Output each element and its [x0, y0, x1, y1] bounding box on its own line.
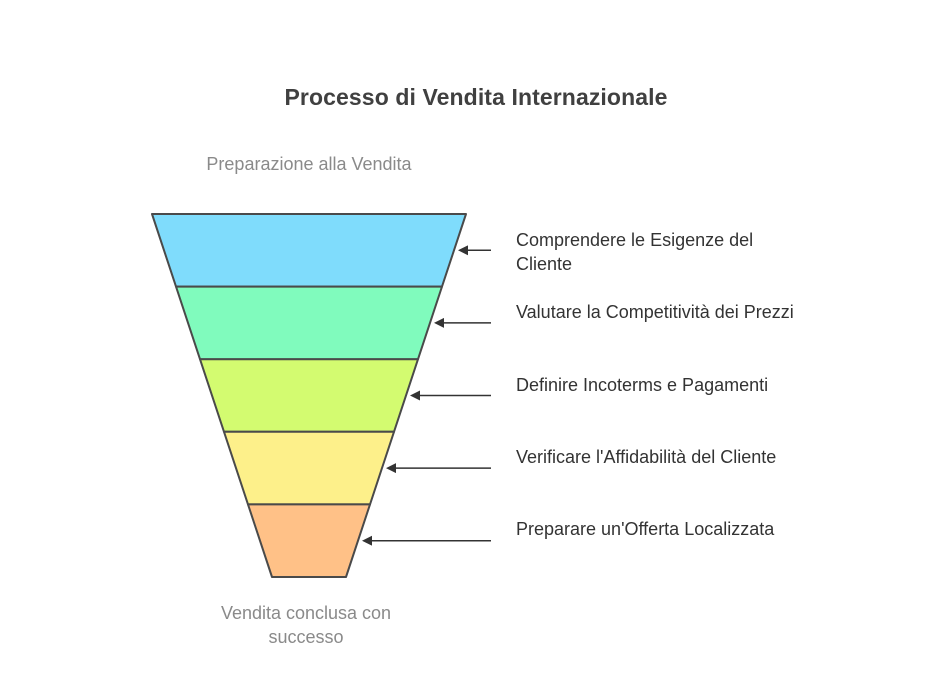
funnel-stage-1	[151, 213, 467, 288]
stage-label-1: Comprendere le Esigenze del Cliente	[516, 230, 754, 274]
funnel-stage-4	[223, 430, 395, 506]
funnel-stage-5	[247, 503, 371, 578]
stage-label-2: Valutare la Competitività dei Prezzi	[516, 302, 794, 322]
stage-label-4: Verificare l'Affidabilità del Cliente	[516, 447, 777, 467]
diagram-title: Processo di Vendita Internazionale	[284, 84, 668, 110]
stage-label-3: Definire Incoterms e Pagamenti	[516, 375, 769, 395]
funnel-stage-2	[175, 285, 443, 361]
funnel-bottom-label: Vendita conclusa con successo	[220, 603, 392, 647]
stage-label-5: Preparare un'Offerta Localizzata	[516, 519, 775, 539]
funnel-top-label: Preparazione alla Vendita	[206, 154, 412, 174]
funnel-stage-3	[199, 358, 419, 433]
